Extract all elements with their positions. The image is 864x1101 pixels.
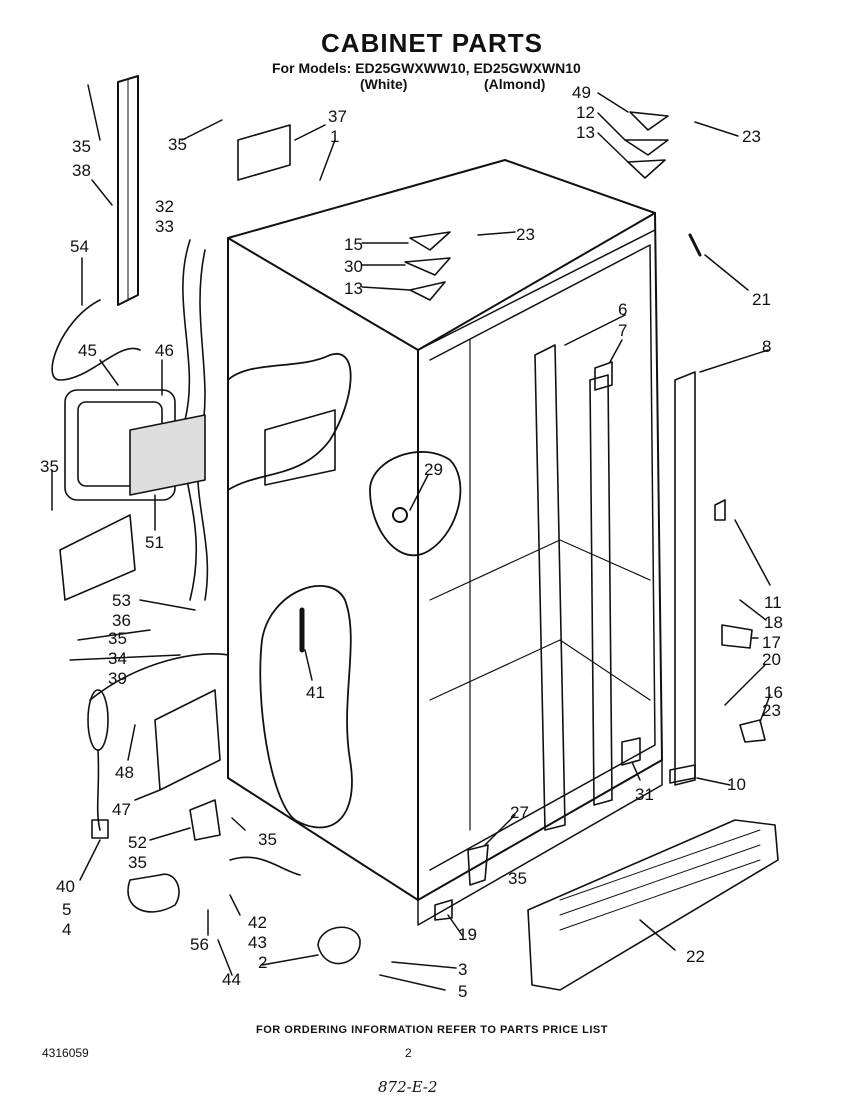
callout-44: 44 <box>222 970 241 989</box>
callout-23: 23 <box>762 701 781 720</box>
callout-2: 2 <box>258 953 267 972</box>
callout-35: 35 <box>168 135 187 154</box>
callout-35: 35 <box>258 830 277 849</box>
page-number: 2 <box>405 1046 412 1060</box>
toe-grille <box>527 819 779 991</box>
callout-22: 22 <box>686 947 705 966</box>
callout-48: 48 <box>115 763 134 782</box>
callout-18: 18 <box>764 613 783 632</box>
callout-13: 13 <box>344 279 363 298</box>
callout-31: 31 <box>635 785 654 804</box>
callout-23: 23 <box>516 225 535 244</box>
callout-35: 35 <box>508 869 527 888</box>
callout-41: 41 <box>306 683 325 702</box>
variant-almond-label: (Almond) <box>484 76 546 92</box>
callout-4: 4 <box>62 920 71 939</box>
callout-23: 23 <box>742 127 761 146</box>
models-line: For Models: ED25GWXWW10, ED25GWXWN10 <box>272 60 581 76</box>
callout-32: 32 <box>155 197 174 216</box>
heater-assembly <box>64 389 206 501</box>
callout-35: 35 <box>108 629 127 648</box>
callout-37: 37 <box>328 107 347 126</box>
small-parts <box>127 111 766 965</box>
callout-13: 13 <box>576 123 595 142</box>
callout-35: 35 <box>128 853 147 872</box>
handwritten-code: 872-E-2 <box>378 1078 438 1096</box>
vertical-trim-strips <box>534 344 696 831</box>
callout-15: 15 <box>344 235 363 254</box>
callout-8: 8 <box>762 337 771 356</box>
ordering-note: FOR ORDERING INFORMATION REFER TO PARTS … <box>256 1024 608 1036</box>
callout-17: 17 <box>762 633 781 652</box>
callout-5: 5 <box>458 982 467 1001</box>
callout-38: 38 <box>72 161 91 180</box>
callout-36: 36 <box>112 611 131 630</box>
callout-11: 11 <box>764 593 782 612</box>
page-title: CABINET PARTS <box>321 28 543 58</box>
callout-6: 6 <box>618 300 627 319</box>
electrical-box <box>154 689 221 791</box>
callout-29: 29 <box>424 460 443 479</box>
callout-49: 49 <box>572 83 591 102</box>
callout-40: 40 <box>56 877 75 896</box>
callout-53: 53 <box>112 591 131 610</box>
callout-47: 47 <box>112 800 131 819</box>
callout-3: 3 <box>458 960 467 979</box>
callout-43: 43 <box>248 933 267 952</box>
cabinet-body <box>227 159 663 926</box>
callout-labels: 35 38 54 45 46 35 51 53 36 35 34 39 48 4… <box>40 83 783 1001</box>
callout-20: 20 <box>762 650 781 669</box>
callout-45: 45 <box>78 341 97 360</box>
left-strip-part <box>117 75 139 306</box>
callout-16: 16 <box>764 683 783 702</box>
callout-5: 5 <box>62 900 71 919</box>
callout-1: 1 <box>330 127 339 146</box>
cover-panel <box>59 514 136 601</box>
callout-7: 7 <box>618 321 627 340</box>
callout-34: 34 <box>108 649 127 668</box>
callout-56: 56 <box>190 935 209 954</box>
callout-54: 54 <box>70 237 89 256</box>
callout-10: 10 <box>727 775 746 794</box>
callout-51: 51 <box>145 533 164 552</box>
callout-52: 52 <box>128 833 147 852</box>
callout-19: 19 <box>458 925 477 944</box>
callout-leaders <box>51 84 771 991</box>
callout-35: 35 <box>40 457 59 476</box>
callout-27: 27 <box>510 803 529 822</box>
callout-42: 42 <box>248 913 267 932</box>
callout-46: 46 <box>155 341 174 360</box>
callout-21: 21 <box>752 290 771 309</box>
document-number: 4316059 <box>42 1046 89 1060</box>
callout-39: 39 <box>108 669 127 688</box>
variant-white-label: (White) <box>360 76 408 92</box>
callout-12: 12 <box>576 103 595 122</box>
callout-30: 30 <box>344 257 363 276</box>
callout-35: 35 <box>72 137 91 156</box>
power-cord <box>87 653 229 839</box>
callout-33: 33 <box>155 217 174 236</box>
